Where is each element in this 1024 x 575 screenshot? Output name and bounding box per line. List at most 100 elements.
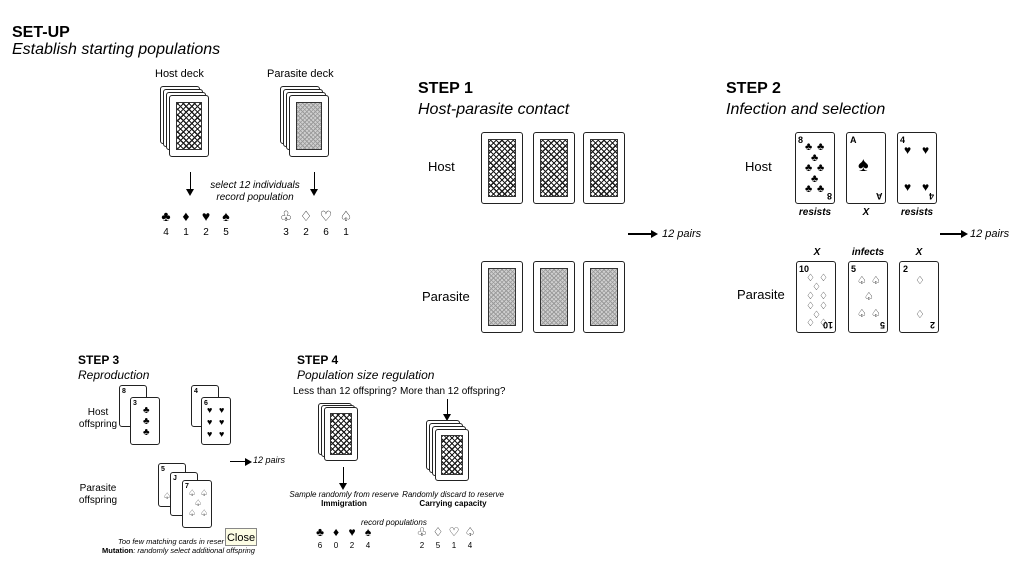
host-card-4-hearts: 4 4 ♥ ♥ ♥ ♥ [897, 132, 937, 204]
club-icon: ♣ [143, 405, 150, 416]
spade-outline-icon: ♤ [857, 275, 867, 287]
step1-pairs-arrow [628, 230, 658, 237]
spade-icon: ♠ [858, 154, 869, 176]
spade-icon: ♠ [364, 525, 372, 539]
label-line: Parasite [79, 483, 117, 494]
rank: A [850, 135, 857, 145]
heart-icon: ♥ [219, 429, 225, 439]
club-icon: ♣ [805, 183, 813, 195]
count: 0 [333, 541, 339, 550]
host-card-ace-spades: A A ♠ [846, 132, 886, 204]
setup-subtitle: Establish starting populations [12, 41, 221, 58]
count: 1 [343, 227, 349, 238]
rank: A [875, 191, 883, 201]
diamond-icon: ♦ [332, 525, 340, 539]
mutation-rest: : randomly select additional offspring [133, 546, 255, 555]
record-populations-text: record populations [361, 518, 427, 527]
discard-text: Randomly discard to reserve [402, 490, 504, 499]
count: 3 [283, 227, 289, 238]
diamond-outline-icon: ♢ [915, 309, 925, 321]
spade-outline-icon: ♤ [864, 291, 874, 303]
club-icon: ♣ [817, 141, 825, 153]
label-line: Host [87, 407, 109, 418]
parasite-result-1: X [813, 247, 821, 258]
more-than-arrow [443, 399, 451, 421]
count: 1 [451, 541, 457, 550]
rank: 8 [122, 388, 126, 395]
diamond-outline-icon: ♢ [819, 301, 828, 312]
rank: 7 [185, 483, 189, 490]
heart-icon: ♥ [904, 180, 912, 194]
host-deck-label: Host deck [155, 68, 204, 80]
diamond-outline-icon: ♢ [806, 291, 815, 302]
step2-parasite-label: Parasite [737, 287, 785, 302]
step4-subtitle: Population size regulation [297, 368, 435, 382]
rank: 10 [799, 264, 810, 274]
count: 6 [323, 227, 329, 238]
count: 2 [349, 541, 355, 550]
count: 5 [223, 227, 229, 238]
spade-outline-icon: ♤ [194, 498, 203, 508]
too-few-text: Too few matching cards in reser [118, 537, 225, 546]
spade-outline-icon: ♤ [163, 491, 172, 501]
rank: 2 [903, 264, 909, 274]
step2-host-label: Host [745, 159, 772, 174]
rank: 5 [851, 264, 857, 274]
step4-title: STEP 4 [297, 353, 339, 367]
rank: 5 [161, 466, 165, 473]
heart-icon: ♥ [904, 143, 912, 157]
heart-icon: ♥ [219, 405, 225, 415]
setup-parasite-arrow [310, 172, 318, 196]
heart-icon: ♥ [219, 417, 225, 427]
immigration-arrow [339, 467, 347, 490]
rank: 4 [928, 191, 934, 201]
host-card-8-clubs: 8 8 ♣ ♣ ♣ ♣ ♣ ♣ ♣ ♣ [795, 132, 835, 204]
host-result-2: X [862, 207, 870, 218]
step1-subtitle: Host-parasite contact [418, 101, 570, 118]
club-icon: ♣ [316, 525, 324, 539]
diamond-outline-icon: ♢ [806, 318, 815, 329]
rank: J [173, 475, 177, 482]
parasite-card-2-diamonds: 2 2 ♢ ♢ [899, 261, 939, 333]
club-icon: ♣ [805, 162, 813, 174]
count: 5 [435, 541, 441, 550]
step3-pairs-label: 12 pairs [253, 455, 286, 465]
parasite-offspring-label: Parasite offspring [68, 483, 128, 507]
step1-host-label: Host [428, 159, 455, 174]
count: 2 [303, 227, 309, 238]
club-icon: ♣ [143, 427, 150, 438]
host-result-3: resists [900, 207, 934, 218]
diamond-outline-icon: ♢ [432, 525, 444, 539]
heart-icon: ♥ [201, 208, 211, 224]
setup-parasite-counts: 3 2 6 1 [276, 227, 356, 238]
setup-title: SET-UP [12, 24, 70, 41]
select-line-2: record population [216, 192, 294, 203]
spade-outline-icon: ♤ [871, 308, 881, 320]
step4-parasite-suits: ♧♢♡♤ [414, 525, 478, 539]
spade-outline-icon: ♤ [200, 508, 209, 518]
select-line-1: select 12 individuals [210, 180, 300, 191]
rank: 5 [879, 320, 885, 330]
spade-outline-icon: ♤ [339, 208, 353, 224]
step2-pairs-arrow [940, 230, 968, 237]
spade-outline-icon: ♤ [188, 488, 197, 498]
parasite-result-2: infects [851, 247, 885, 258]
club-outline-icon: ♧ [279, 208, 293, 224]
close-button[interactable]: Close [225, 528, 257, 546]
offspring-card: 6 ♥ ♥ ♥ ♥ ♥ ♥ [201, 397, 231, 445]
spade-outline-icon: ♤ [200, 488, 209, 498]
club-icon: ♣ [811, 152, 819, 164]
step3-subtitle: Reproduction [78, 368, 150, 382]
heart-outline-icon: ♡ [319, 208, 333, 224]
rank: 6 [204, 400, 208, 407]
setup-host-arrow [186, 172, 194, 196]
step1-title: STEP 1 [418, 80, 473, 97]
rank: 8 [798, 135, 804, 145]
heart-icon: ♥ [207, 405, 213, 415]
mutation-bold: Mutation [102, 546, 134, 555]
count: 4 [467, 541, 473, 550]
label-line: offspring [78, 419, 118, 430]
label-line: offspring [78, 495, 118, 506]
more-than-text: More than 12 offspring? [400, 386, 506, 397]
